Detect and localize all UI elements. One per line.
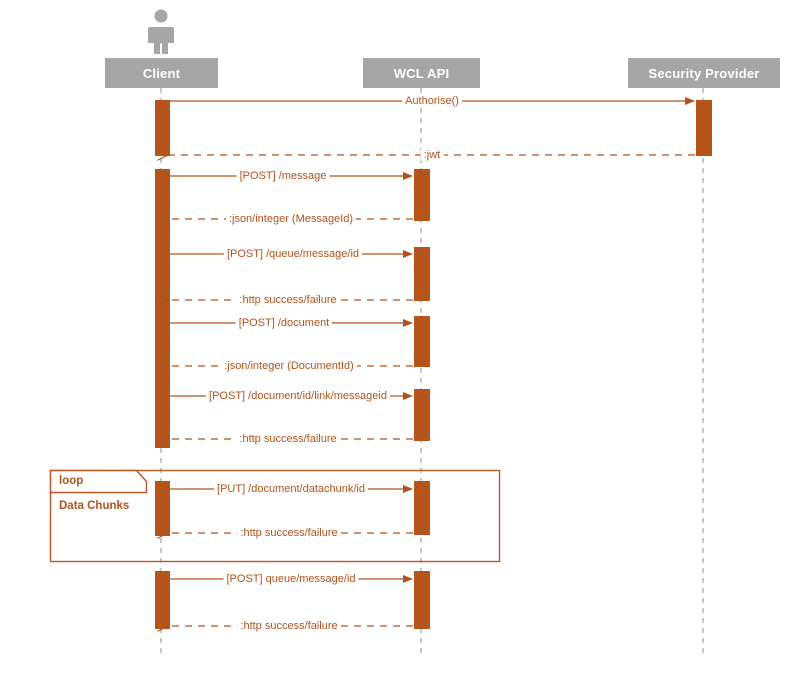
message-label-post-document: [POST] /document — [235, 317, 333, 329]
participant-label: Client — [142, 65, 181, 81]
message-label-authorise: Authorise() — [402, 95, 462, 107]
fragment-operator-label: loop — [59, 475, 84, 487]
message-label-put-datachunk: [PUT] /document/datachunk/id — [214, 483, 368, 495]
message-label-documentid: :json/integer (DocumentId) — [221, 360, 357, 372]
fragment-condition-label: Data Chunks — [59, 500, 130, 512]
participant-header-security-provider[interactable]: Security Provider — [628, 58, 780, 88]
actor-icon — [148, 9, 174, 54]
message-label-post-queue-message-id: [POST] /queue/message/id — [223, 248, 363, 260]
participant-header-client[interactable]: Client — [105, 58, 218, 88]
message-label-jwt: :jwt — [420, 149, 444, 161]
message-label-post-document-link: [POST] /document/id/link/messageid — [206, 390, 390, 402]
message-label-http-2: :http success/failure — [236, 433, 340, 445]
participant-label: Security Provider — [648, 65, 760, 81]
message-label-http-4: :http success/failure — [237, 620, 341, 632]
participant-label: WCL API — [393, 65, 450, 81]
activation-bars — [155, 100, 712, 629]
message-label-http-3: :http success/failure — [237, 527, 341, 539]
message-label-post-message: [POST] /message — [236, 170, 330, 182]
message-label-http-1: :http success/failure — [236, 294, 340, 306]
message-label-messageid: :json/integer (MessageId) — [225, 213, 357, 225]
participant-header-wcl-api[interactable]: WCL API — [363, 58, 480, 88]
message-label-post-queue-final: [POST] queue/message/id — [223, 573, 359, 585]
loop-fragment-box — [49, 469, 501, 563]
